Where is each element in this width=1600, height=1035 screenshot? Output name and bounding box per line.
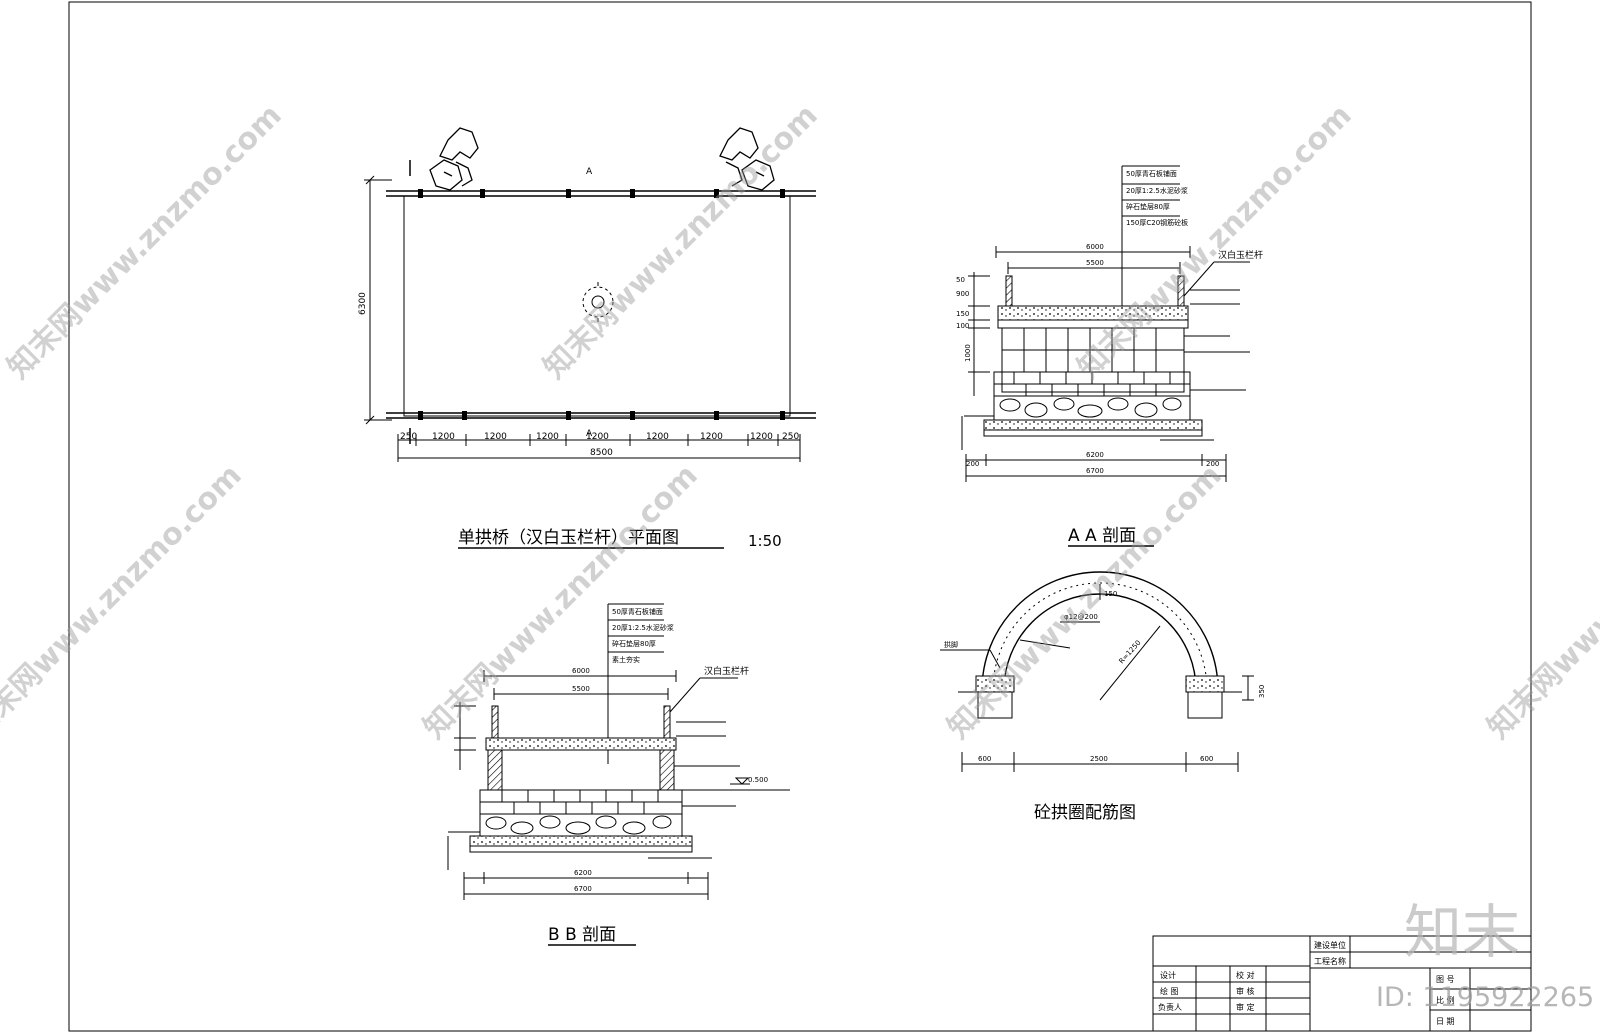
tb-r0-c2: 校 对 [1236, 970, 1255, 980]
brand-watermark: 知末 [1404, 898, 1520, 966]
plan-dim-ticks [397, 434, 801, 462]
plan-seg-7: 1200 [750, 432, 773, 442]
tb-r2-c0: 负责人 [1158, 1002, 1182, 1012]
aa-left-dim-lower: 1000 [964, 344, 972, 362]
aa-inner-dim: 5500 [1086, 259, 1104, 267]
watermark-layer: 知末网www.znzmo.com 知末网www.znzmo.com 知末网www… [0, 98, 1600, 746]
tb-r1-c2: 审 核 [1236, 986, 1255, 996]
plan-seg-1: 1200 [432, 432, 455, 442]
aa-layer-note-1: 20厚1:2.5水泥砂浆 [1126, 186, 1188, 195]
arch-top-note: 150 [1104, 590, 1117, 598]
bb-layer-note-1: 20厚1:2.5水泥砂浆 [612, 623, 674, 632]
aa-bottom-dim-2: 6700 [1086, 467, 1104, 475]
section-aa-title: A A 剖面 [1068, 526, 1136, 546]
rock-left-icon [429, 127, 479, 191]
plan-labels: A A 6300 250 1200 1200 1200 1200 1200 12… [358, 167, 799, 458]
tb-right-field-2: 日 期 [1436, 1017, 1455, 1026]
arch-diagram [940, 571, 1254, 772]
arch-left-note: 拱脚 [944, 640, 958, 649]
tb-right-field-0: 图 号 [1436, 975, 1455, 984]
plan-seg-5: 1200 [646, 432, 669, 442]
arch-span-2: 600 [1200, 755, 1213, 763]
watermark-2: 知末网www.znzmo.com [537, 98, 825, 386]
title-block [1152, 935, 1532, 1032]
bb-layer-note-3: 素土夯实 [612, 655, 640, 664]
aa-layer-note-3: 150厚C20钢筋砼板 [1126, 218, 1188, 227]
watermark-4: 知末网www.znzmo.com [0, 458, 249, 746]
section-aa [961, 165, 1250, 482]
bb-layer-note-2: 碎石垫层80厚 [612, 639, 656, 648]
arch-span-0: 600 [978, 755, 991, 763]
plan-seg-0: 250 [400, 432, 417, 442]
aa-side-small-1: 200 [1206, 460, 1219, 468]
plan-bottom-mark: A [586, 429, 593, 439]
plan-side-dim: 6300 [358, 292, 368, 315]
tb-r2-c2: 审 定 [1236, 1002, 1255, 1012]
aa-top-dim: 6000 [1086, 243, 1104, 251]
bb-rail-note: 汉白玉栏杆 [704, 665, 749, 677]
section-bb [447, 603, 790, 900]
plan-scale: 1:50 [748, 532, 782, 550]
aa-left-dim-1: 900 [956, 290, 969, 298]
tb-right-field-1: 比 例 [1436, 995, 1455, 1005]
tb-r0-c0: 设计 [1160, 970, 1176, 980]
arch-span-1: 2500 [1090, 755, 1108, 763]
plan-seg-3: 1200 [536, 432, 559, 442]
plan-seg-4: 1200 [586, 432, 609, 442]
bb-inner-dim: 5500 [572, 685, 590, 693]
id-watermark: ID: 1195922265 [1376, 982, 1594, 1013]
watermark-7: 知末网www.znzmo.com [1481, 458, 1600, 746]
aa-layer-note-0: 50厚青石板铺面 [1126, 169, 1177, 178]
aa-left-dim-0: 50 [956, 276, 965, 284]
section-bb-title: B B 剖面 [548, 925, 616, 945]
plan-top-mark: A [586, 167, 593, 177]
watermark-3: 知末网www.znzmo.com [1071, 98, 1359, 386]
plan-view [364, 127, 816, 462]
bb-layer-note-0: 50厚青石板铺面 [612, 607, 663, 616]
title-block-text: 设计 校 对 绘 图 审 核 负责人 审 定 建设单位 工程名称 图 号 比 例… [1158, 940, 1455, 1026]
watermark-6: 知末网www.znzmo.com [941, 458, 1229, 746]
aa-side-small-0: 200 [966, 460, 979, 468]
arch-title: 砼拱圈配筋图 [1034, 803, 1136, 823]
plan-seg-6: 1200 [700, 432, 723, 442]
aa-rail-note: 汉白玉栏杆 [1218, 249, 1263, 261]
bb-bottom-dim-2: 6700 [574, 885, 592, 893]
arch-right-dim: 350 [1258, 685, 1266, 698]
section-bb-labels: 50厚青石板铺面 20厚1:2.5水泥砂浆 碎石垫层80厚 素土夯实 汉白玉栏杆… [572, 607, 768, 893]
bb-top-dim: 6000 [572, 667, 590, 675]
watermark-1: 知末网www.znzmo.com [1, 98, 289, 386]
aa-bottom-dim-1: 6200 [1086, 451, 1104, 459]
bb-bottom-dim-1: 6200 [574, 869, 592, 877]
bb-water-level: 0.500 [748, 776, 768, 784]
aa-layer-note-2: 碎石垫层80厚 [1126, 202, 1170, 211]
plan-total-dim: 8500 [590, 448, 613, 458]
plan-title: 单拱桥（汉白玉栏杆）平面图 [458, 528, 679, 548]
arch-rebar-note: φ12@200 [1064, 613, 1098, 621]
watermark-5: 知末网www.znzmo.com [417, 458, 705, 746]
tb-r1-c0: 绘 图 [1160, 986, 1179, 996]
section-aa-labels: 50厚青石板铺面 20厚1:2.5水泥砂浆 碎石垫层80厚 150厚C20钢筋砼… [956, 169, 1263, 475]
plan-seg-2: 1200 [484, 432, 507, 442]
aa-left-dim-3: 100 [956, 322, 969, 330]
tb-right-label-0: 建设单位 [1314, 940, 1346, 950]
sheet-frame [68, 1, 1532, 1032]
rock-right-icon [719, 127, 775, 191]
aa-left-dim-2: 150 [956, 310, 969, 318]
tb-right-label-1: 工程名称 [1314, 956, 1346, 966]
plan-seg-8: 250 [782, 432, 799, 442]
